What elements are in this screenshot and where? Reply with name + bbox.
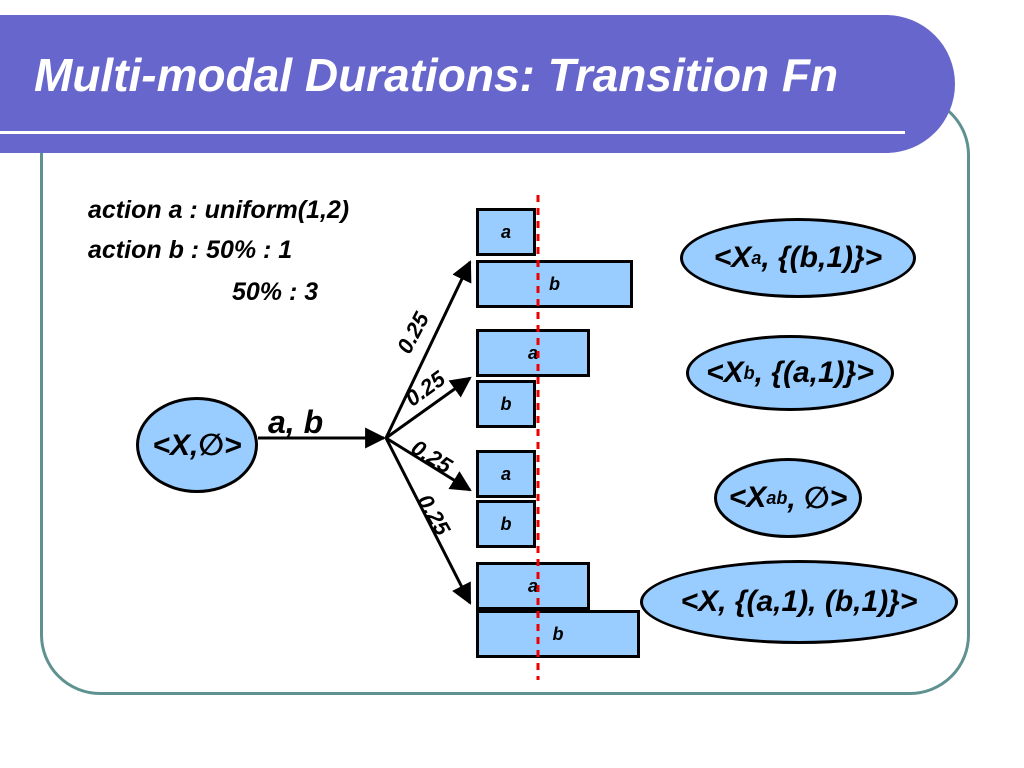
duration-box-a-2: a <box>476 329 590 377</box>
edge-label-ab: a, b <box>268 404 324 440</box>
title-underline <box>0 131 905 134</box>
edge-branch-1 <box>384 260 472 439</box>
slide-title: Multi-modal Durations: Transition Fn <box>34 49 839 101</box>
note-action-b: action b : 50% : 1 <box>88 236 293 264</box>
note-action-b-alt: 50% : 3 <box>232 278 319 306</box>
duration-box-a-4: a <box>476 562 590 610</box>
duration-box-b-3: b <box>476 500 536 548</box>
result-state-xa-post: , {(b,1)}> <box>761 241 883 274</box>
result-state-xab-sub: ab <box>766 487 788 508</box>
edge-branch-3 <box>385 436 472 492</box>
result-state-xb-post: , {(a,1)}> <box>754 356 874 389</box>
duration-box-b-1: b <box>476 260 633 308</box>
result-state-x-both: <X, {(a,1), (b,1)}> <box>640 560 958 644</box>
edge-branch-2 <box>385 376 472 440</box>
result-state-xab-pre: <X <box>728 481 767 514</box>
duration-box-a-3: a <box>476 450 536 498</box>
result-state-xa-pre: <X <box>713 241 752 274</box>
result-state-xb-sub: b <box>743 362 755 383</box>
duration-box-b-2: b <box>476 380 536 428</box>
duration-box-a-1: a <box>476 208 536 256</box>
result-state-xb-pre: <X <box>706 356 744 389</box>
duration-box-b-4: b <box>476 610 640 658</box>
result-state-xa-sub: a <box>751 247 762 268</box>
result-state-xab-post: , ∅> <box>787 481 848 515</box>
note-action-a: action a : uniform(1,2) <box>88 196 350 224</box>
start-state-node: <X,∅> <box>136 397 258 493</box>
edge-branch-4 <box>384 437 472 605</box>
title-bar <box>0 15 955 153</box>
